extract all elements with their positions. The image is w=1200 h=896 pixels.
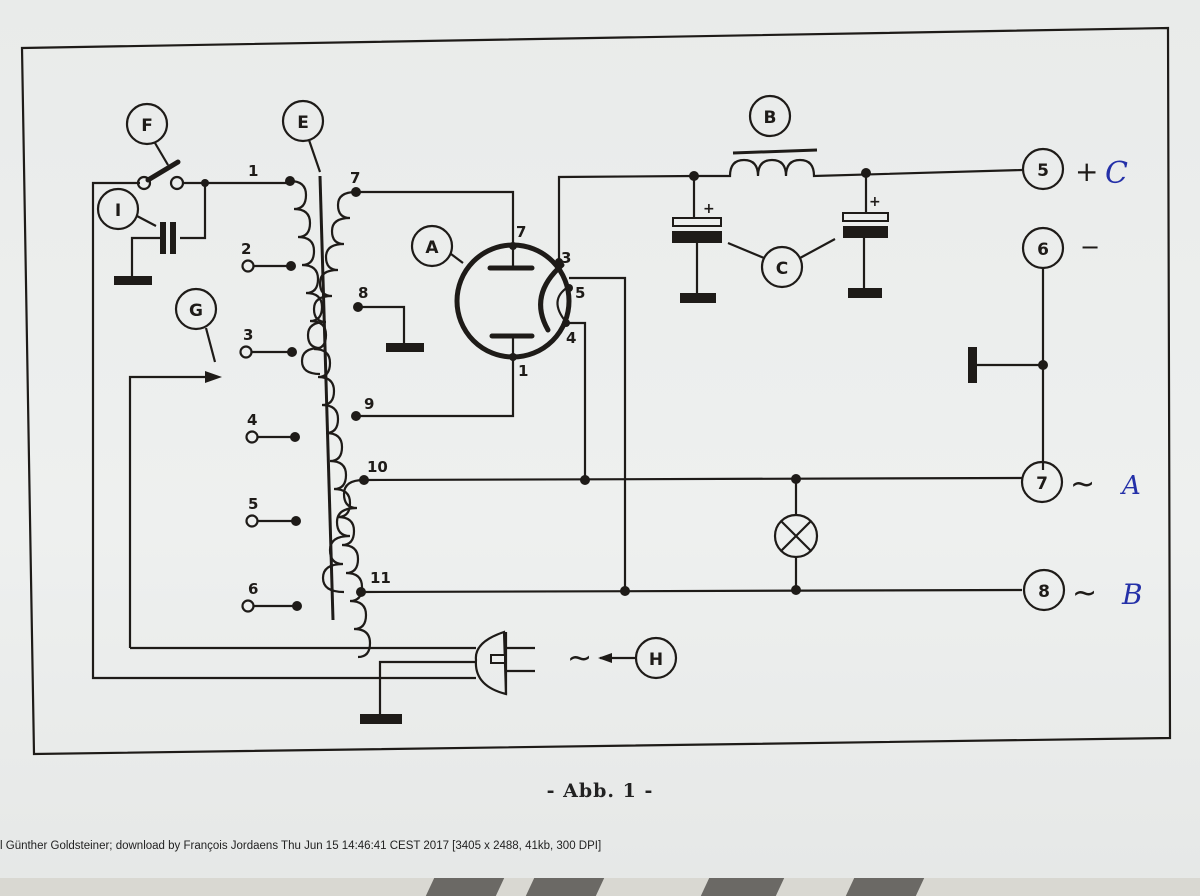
label-c: C bbox=[776, 259, 788, 279]
label-circle-c bbox=[760, 245, 804, 289]
svg-text:+: + bbox=[869, 194, 881, 210]
primary-taps: 1 2 3 4 5 6 bbox=[239, 162, 302, 613]
wire-pin3 bbox=[557, 174, 695, 262]
figure-caption: - Abb. 1 - bbox=[546, 780, 654, 802]
svg-text:C: C bbox=[1105, 156, 1128, 191]
label-g: G bbox=[189, 301, 203, 321]
terminal-7: 7 ~ A bbox=[1020, 460, 1141, 504]
wire-pin5 bbox=[569, 276, 627, 590]
label-circle-h bbox=[634, 636, 678, 680]
label-a: A bbox=[425, 238, 439, 258]
terminal-6: 6 − bbox=[968, 226, 1100, 470]
diagram-frame bbox=[20, 26, 1172, 756]
label-circle-e bbox=[281, 99, 325, 143]
terminal-5: 5 + C bbox=[1021, 147, 1128, 191]
svg-text:11: 11 bbox=[370, 569, 391, 587]
svg-text:−: − bbox=[1080, 233, 1100, 261]
download-footer: l Günther Goldsteiner; download by Franç… bbox=[0, 840, 602, 852]
terminal-8: 8 ~ B bbox=[1022, 568, 1143, 612]
label-circle-a bbox=[410, 224, 454, 268]
label-circle-b bbox=[748, 94, 792, 138]
capacitor-i bbox=[114, 183, 207, 285]
svg-text:1: 1 bbox=[518, 362, 528, 380]
svg-text:8: 8 bbox=[1038, 582, 1050, 602]
pointer-c-right bbox=[799, 238, 836, 259]
pointer-i bbox=[136, 215, 157, 227]
wire-pin4 bbox=[566, 321, 587, 480]
wire-pin7 bbox=[356, 190, 515, 245]
selector-wire bbox=[128, 375, 210, 648]
secondary-winding-lower bbox=[321, 478, 365, 594]
svg-text:~: ~ bbox=[1070, 467, 1095, 502]
junction bbox=[580, 475, 590, 485]
junction bbox=[620, 586, 630, 596]
capacitor-c2: + bbox=[842, 173, 889, 298]
svg-text:3: 3 bbox=[243, 326, 253, 344]
svg-text:6: 6 bbox=[1037, 240, 1049, 260]
wire-terminal-7 bbox=[363, 476, 1023, 482]
svg-text:2: 2 bbox=[241, 240, 251, 258]
tube-a: 7 3 5 4 1 bbox=[454, 223, 585, 380]
svg-text:5: 5 bbox=[248, 495, 258, 513]
pointer-c-left bbox=[727, 241, 765, 260]
secondary-winding-upper bbox=[300, 190, 357, 376]
svg-text:1: 1 bbox=[248, 162, 258, 180]
label-e: E bbox=[297, 113, 309, 133]
svg-text:A: A bbox=[1120, 471, 1141, 501]
lamp-icon bbox=[773, 474, 819, 595]
svg-text:7: 7 bbox=[1036, 474, 1048, 494]
label-b: B bbox=[764, 108, 777, 128]
selector-arrow-icon bbox=[205, 371, 222, 383]
paper-sheet bbox=[0, 0, 1200, 878]
label-h: H bbox=[649, 650, 663, 670]
pointer-g bbox=[204, 327, 217, 363]
ac-symbol-icon: ~ bbox=[567, 641, 592, 676]
label-f: F bbox=[141, 116, 153, 136]
pointer-a bbox=[450, 253, 464, 264]
svg-text:B: B bbox=[1121, 578, 1143, 611]
arrow-icon bbox=[598, 653, 612, 663]
switch-f bbox=[136, 159, 290, 191]
svg-text:5: 5 bbox=[1037, 161, 1049, 181]
label-circle-f bbox=[125, 102, 169, 146]
svg-text:~: ~ bbox=[1072, 576, 1097, 611]
ground-wire bbox=[378, 660, 476, 718]
svg-text:4: 4 bbox=[566, 329, 576, 347]
svg-text:9: 9 bbox=[364, 395, 374, 413]
svg-text:+: + bbox=[1075, 155, 1098, 188]
mains-wire-left bbox=[91, 181, 476, 680]
ground-icon bbox=[360, 714, 402, 724]
choke-b bbox=[689, 148, 1023, 181]
mains-plug bbox=[474, 630, 535, 696]
label-circle-i bbox=[96, 187, 140, 231]
primary-winding bbox=[289, 179, 372, 659]
svg-text:4: 4 bbox=[247, 411, 257, 429]
wire-terminal-8 bbox=[360, 588, 1023, 594]
label-i: I bbox=[115, 201, 121, 221]
svg-text:8: 8 bbox=[358, 284, 368, 302]
svg-text:6: 6 bbox=[248, 580, 258, 598]
svg-text:3: 3 bbox=[561, 249, 571, 267]
pointer-f bbox=[154, 142, 169, 166]
wire-pin1 bbox=[356, 357, 515, 418]
svg-text:7: 7 bbox=[516, 223, 526, 241]
label-circle-g bbox=[174, 287, 218, 331]
svg-text:5: 5 bbox=[575, 284, 585, 302]
secondary-taps-upper: 7 8 9 bbox=[350, 169, 424, 421]
capacitor-c1: + bbox=[672, 176, 722, 303]
svg-text:10: 10 bbox=[367, 458, 388, 476]
svg-text:+: + bbox=[703, 201, 715, 217]
svg-text:7: 7 bbox=[350, 169, 360, 187]
pointer-e bbox=[307, 139, 322, 173]
